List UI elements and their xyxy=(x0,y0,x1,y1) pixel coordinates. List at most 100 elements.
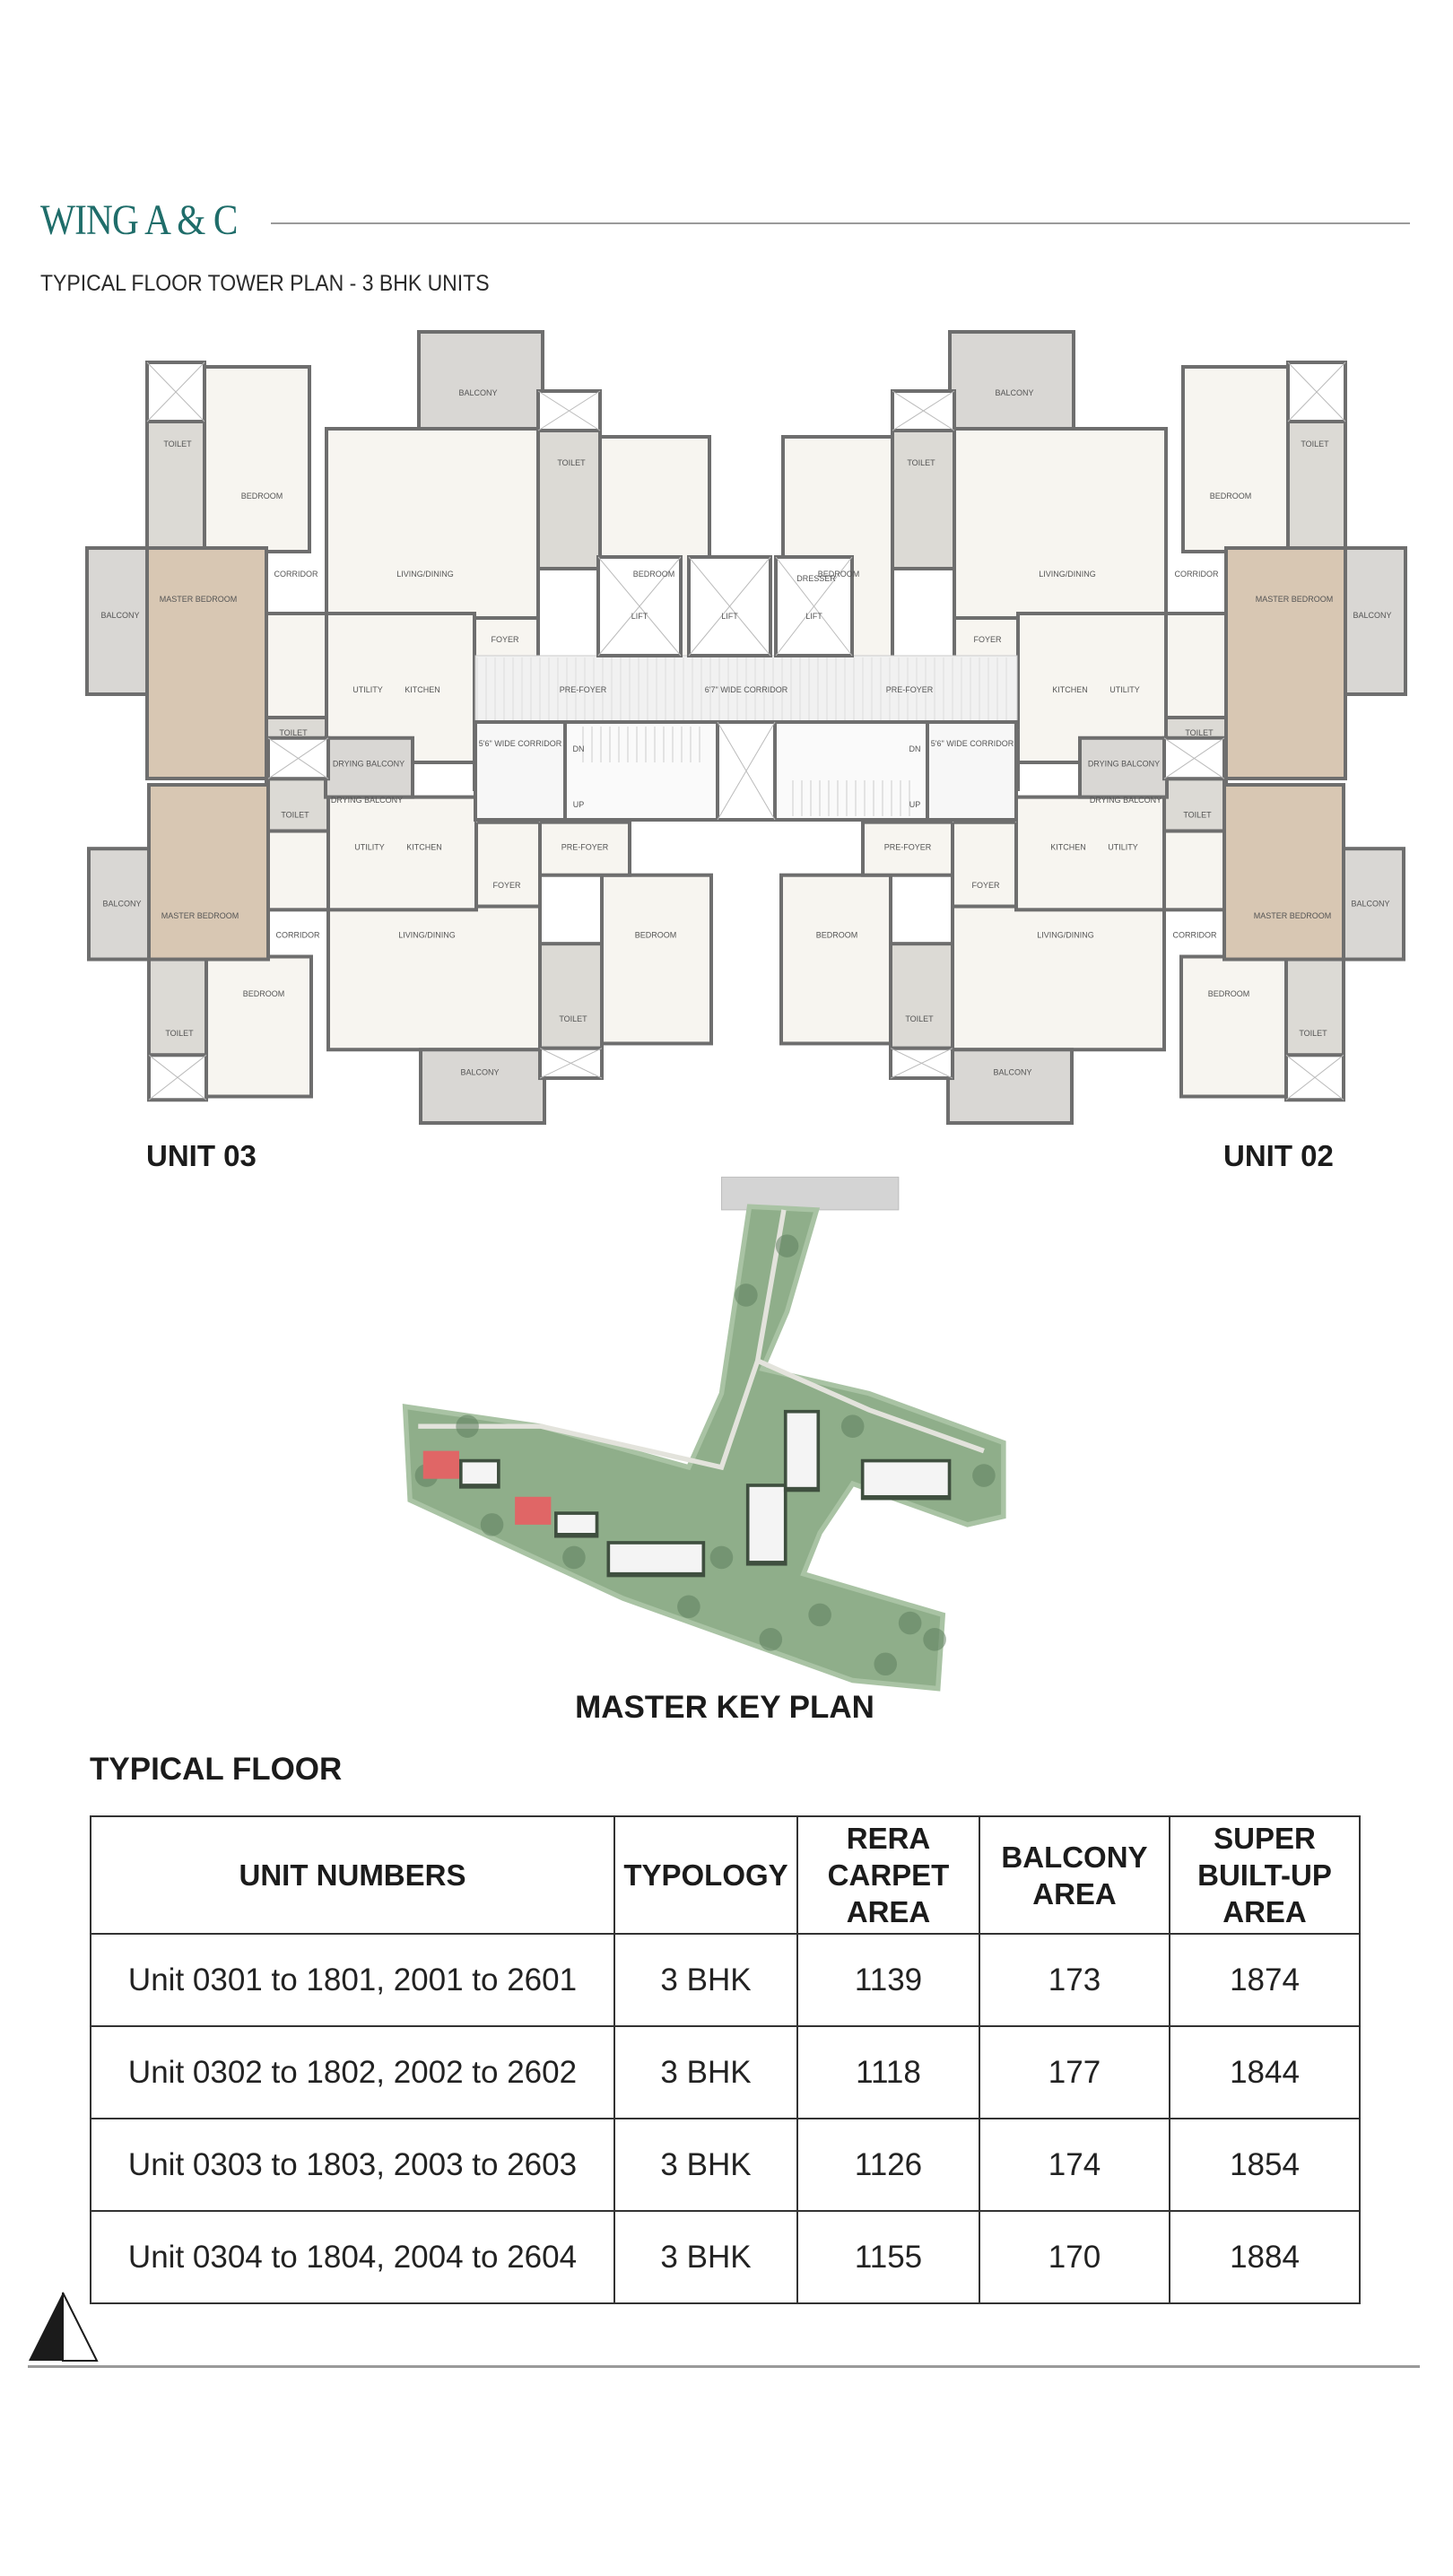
side-corridor xyxy=(474,720,567,822)
tree xyxy=(456,1414,479,1438)
room-toilet xyxy=(266,777,330,833)
shaft-cross xyxy=(267,737,329,779)
room-balcony xyxy=(1342,847,1405,962)
shaft-cross xyxy=(148,1054,207,1101)
room-bedroom xyxy=(779,873,892,1046)
header-balcony-area: BALCONY AREA xyxy=(979,1815,1170,1935)
unit-area-table: UNIT NUMBERS TYPOLOGY RERA CARPET AREA B… xyxy=(90,1815,1361,2304)
shaft-cross xyxy=(1287,361,1346,422)
room-balcony xyxy=(1344,546,1407,696)
room-label: BEDROOM xyxy=(816,930,858,939)
room-corridor xyxy=(265,612,328,719)
room-label: BALCONY xyxy=(102,900,141,909)
room-balcony xyxy=(948,330,1075,431)
cell-balcony-area: 177 xyxy=(979,2025,1170,2119)
highlighted-wing-c xyxy=(515,1496,552,1525)
corridor-label: 6'7" WIDE CORRIDOR xyxy=(705,685,788,694)
room-label: UTILITY xyxy=(1108,843,1138,852)
room-label: FOYER xyxy=(973,635,1002,644)
unit-02-label: UNIT 02 xyxy=(1223,1139,1334,1172)
room-pre-foyer xyxy=(861,820,954,877)
site-road xyxy=(418,1209,787,1471)
shaft-cross xyxy=(1163,737,1225,779)
stair-label: DN xyxy=(909,744,921,753)
cell-balcony-area: 170 xyxy=(979,2210,1170,2304)
tree xyxy=(898,1611,922,1635)
room-label: TOILET xyxy=(1183,810,1212,819)
tree xyxy=(677,1595,700,1619)
room-pre-foyer xyxy=(538,820,631,877)
cell-super-built-up-area: 1874 xyxy=(1169,1933,1361,2027)
room-label: KITCHEN xyxy=(405,685,440,694)
tree xyxy=(562,1545,586,1570)
room-label: KITCHEN xyxy=(1052,685,1088,694)
room-label: MASTER BEDROOM xyxy=(1254,911,1332,920)
cell-rera-carpet-area: 1126 xyxy=(796,2118,980,2212)
room-balcony xyxy=(417,330,544,431)
room-label: TOILET xyxy=(1299,1029,1327,1038)
page-subtitle: TYPICAL FLOOR TOWER PLAN - 3 BHK UNITS xyxy=(40,271,490,296)
cell-typology: 3 BHK xyxy=(613,1933,798,2027)
room-balcony xyxy=(419,1048,546,1126)
table-title: TYPICAL FLOOR xyxy=(90,1752,343,1787)
cell-typology: 3 BHK xyxy=(613,2210,798,2304)
room-label: BALCONY xyxy=(458,388,497,397)
room-living-dining xyxy=(951,904,1166,1052)
room-toilet xyxy=(889,942,954,1050)
room-label: BALCONY xyxy=(1353,611,1391,620)
room-label: PRE-FOYER xyxy=(561,843,609,852)
room-label: TOILET xyxy=(557,458,586,467)
room-balcony xyxy=(87,847,151,962)
room-label: BALCONY xyxy=(993,1067,1031,1076)
cell-super-built-up-area: 1844 xyxy=(1169,2025,1361,2119)
shaft-cross xyxy=(539,1048,603,1079)
room-label: TOILET xyxy=(279,728,308,737)
room-balcony xyxy=(946,1048,1074,1126)
shaft-cross xyxy=(537,390,601,431)
stair-label: DN xyxy=(573,744,585,753)
corridor-label: 5'6" WIDE CORRIDOR xyxy=(479,739,562,748)
room-corridor xyxy=(266,829,330,912)
header-super-built-up-area: SUPER BUILT-UP AREA xyxy=(1169,1815,1361,1935)
table-row: Unit 0304 to 1804, 2004 to 2604 3 BHK 11… xyxy=(90,2210,1361,2304)
shaft-cross xyxy=(775,556,853,657)
room-label: BEDROOM xyxy=(635,930,677,939)
table-header-row: UNIT NUMBERS TYPOLOGY RERA CARPET AREA B… xyxy=(90,1815,1361,1935)
cell-unit-numbers: Unit 0302 to 1802, 2002 to 2602 xyxy=(90,2025,615,2119)
room-label: BEDROOM xyxy=(241,492,283,500)
room-toilet xyxy=(1162,777,1226,833)
room-label: MASTER BEDROOM xyxy=(1256,595,1334,604)
room-kitchen-utility xyxy=(1014,795,1166,912)
highlighted-wing-a xyxy=(422,1450,459,1479)
room-label: BEDROOM xyxy=(243,989,285,998)
site-road xyxy=(756,1358,985,1454)
room-label: CORRIDOR xyxy=(276,930,320,939)
cell-super-built-up-area: 1884 xyxy=(1169,2210,1361,2304)
tree xyxy=(840,1414,865,1438)
room-label: TOILET xyxy=(281,810,309,819)
cell-rera-carpet-area: 1155 xyxy=(796,2210,980,2304)
building xyxy=(787,1413,817,1487)
header-rera-carpet-area: RERA CARPET AREA xyxy=(796,1815,980,1935)
cell-balcony-area: 173 xyxy=(979,1933,1170,2027)
room-label: TOILET xyxy=(559,1014,587,1023)
room-master-bedroom xyxy=(145,546,268,780)
key-plan-label: MASTER KEY PLAN xyxy=(575,1690,874,1725)
shaft-cross xyxy=(892,390,955,431)
room-label: BALCONY xyxy=(1351,900,1389,909)
room-label: MASTER BEDROOM xyxy=(160,595,238,604)
room-label: BALCONY xyxy=(995,388,1033,397)
room-label: TOILET xyxy=(1185,728,1214,737)
room-toilet xyxy=(891,429,956,570)
tree xyxy=(735,1284,758,1307)
tree xyxy=(709,1545,734,1570)
room-living-dining xyxy=(326,904,542,1052)
tree xyxy=(923,1628,946,1651)
room-label: LIVING/DINING xyxy=(1037,930,1094,939)
room-label: TOILET xyxy=(163,439,192,448)
room-label: TOILET xyxy=(165,1029,194,1038)
building xyxy=(610,1544,702,1572)
staircase xyxy=(773,720,929,822)
room-label: KITCHEN xyxy=(406,843,442,852)
master-key-plan-map xyxy=(402,1176,1006,1692)
